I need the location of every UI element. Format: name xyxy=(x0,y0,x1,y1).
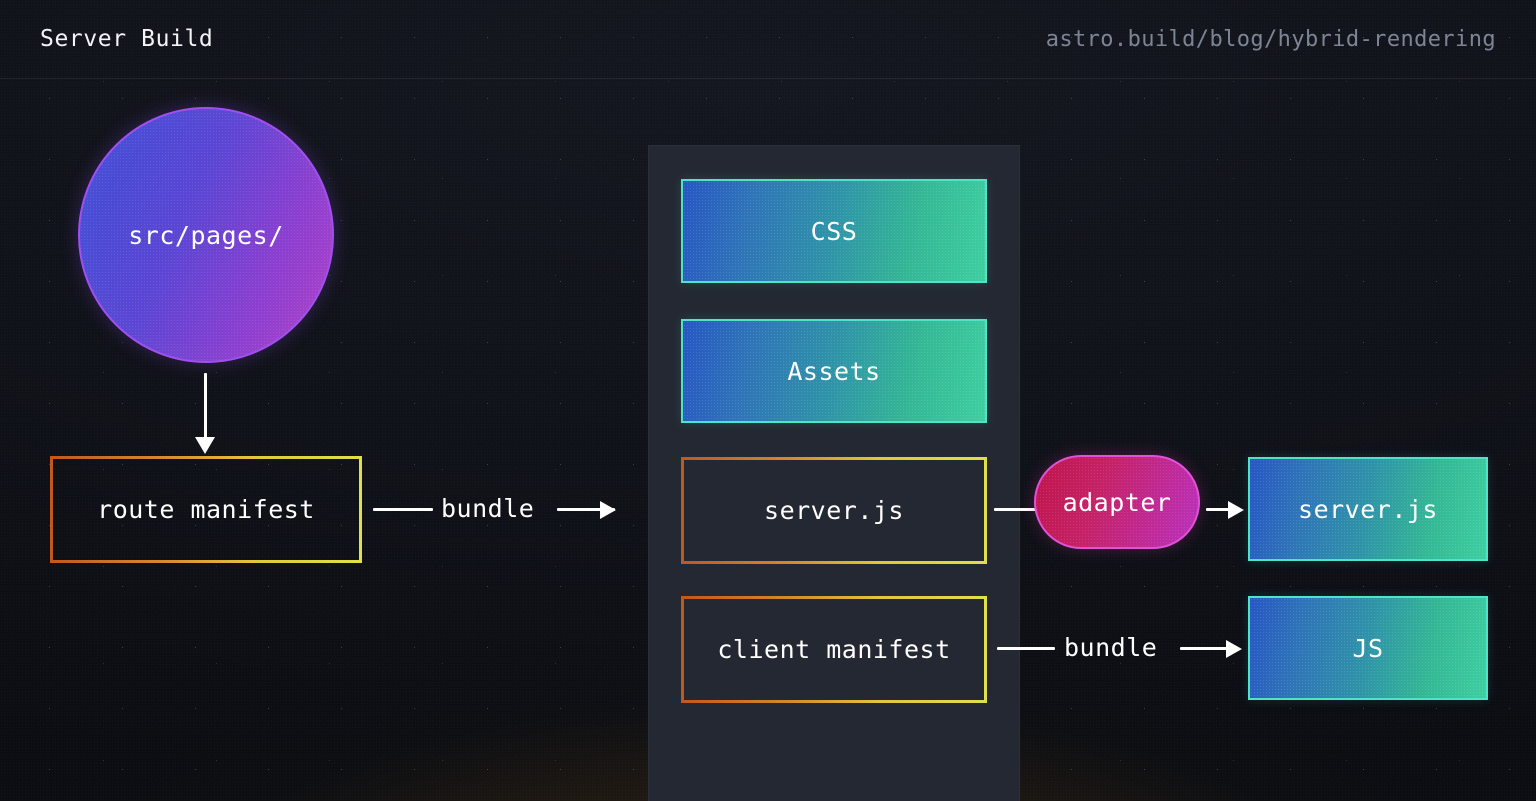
connector-line-adapter-out xyxy=(1206,508,1240,511)
node-client-manifest[interactable]: client manifest xyxy=(681,596,987,703)
node-server-js-manifest[interactable]: server.js xyxy=(681,457,987,564)
arrow-head-right-icon xyxy=(1226,640,1242,658)
connector-line-left xyxy=(373,508,433,511)
connector-line-right xyxy=(1180,647,1238,650)
diagram-body: src/pages/ route manifest bundle CSS Ass… xyxy=(0,79,1536,801)
node-output-js[interactable]: JS xyxy=(1248,596,1488,700)
source-url: astro.build/blog/hybrid-rendering xyxy=(1045,26,1496,52)
arrow-head-down-icon xyxy=(195,437,215,454)
node-css[interactable]: CSS xyxy=(681,179,987,283)
node-server-js-manifest-label: server.js xyxy=(764,496,904,525)
header-bar: Server Build astro.build/blog/hybrid-ren… xyxy=(0,0,1536,79)
node-route-manifest[interactable]: route manifest xyxy=(50,456,362,563)
node-src-pages[interactable]: src/pages/ xyxy=(78,107,334,363)
arrow-head-right-icon xyxy=(1228,501,1244,519)
node-output-server-js-label: server.js xyxy=(1298,494,1438,524)
node-client-manifest-label: client manifest xyxy=(717,635,951,664)
node-assets[interactable]: Assets xyxy=(681,319,987,423)
node-adapter[interactable]: adapter xyxy=(1034,455,1200,549)
connector-line-vertical xyxy=(204,373,207,441)
node-assets-label: Assets xyxy=(787,356,881,386)
node-src-pages-label: src/pages/ xyxy=(128,220,284,250)
connector-line-left xyxy=(997,647,1055,650)
arrow-head-right-icon xyxy=(600,501,616,519)
bundle-arrow-label-2: bundle xyxy=(1064,633,1158,662)
node-output-js-label: JS xyxy=(1352,633,1384,663)
node-adapter-label: adapter xyxy=(1062,487,1172,517)
node-output-server-js[interactable]: server.js xyxy=(1248,457,1488,561)
bundle-arrow-label-1: bundle xyxy=(441,494,535,523)
connector-line-adapter-in xyxy=(994,508,1036,511)
connector-line-right xyxy=(557,508,615,511)
node-css-label: CSS xyxy=(810,216,858,246)
node-route-manifest-label: route manifest xyxy=(97,495,315,524)
page-title: Server Build xyxy=(40,26,214,52)
